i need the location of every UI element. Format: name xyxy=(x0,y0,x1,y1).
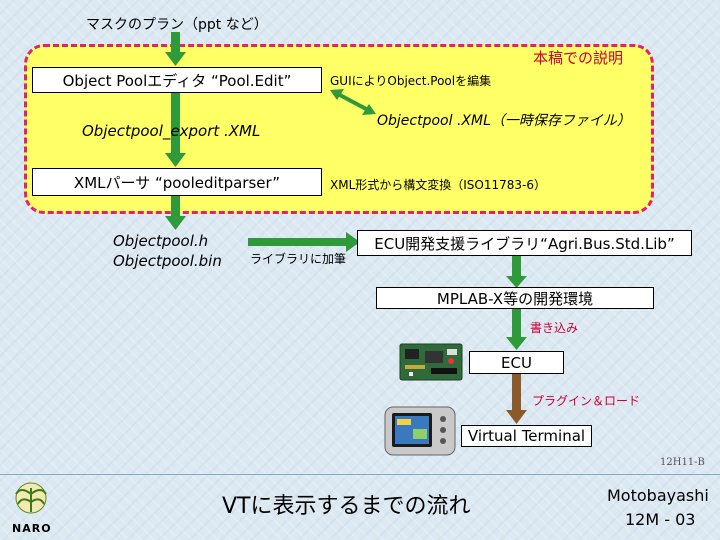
arrow-top-to-editor xyxy=(165,32,186,66)
write-label: 書き込み xyxy=(530,321,579,335)
gui-edit-label: GUIによりObject.Poolを編集 xyxy=(330,74,492,88)
virtual-terminal-device-image xyxy=(384,406,456,456)
arrow-ecu-to-vt xyxy=(506,374,527,424)
objectpool-xml-label: Objectpool .XML（一時保存ファイル） xyxy=(377,110,631,130)
top-label: マスクのプラン（ppt など） xyxy=(86,17,268,33)
footer-title: VTに表示するまでの流れ xyxy=(222,494,471,519)
xml-convert-label: XML形式から構文変換（ISO11783-6） xyxy=(330,178,547,192)
objectpool-h-label: Objectpool.h xyxy=(113,232,209,250)
footer-divider xyxy=(0,474,720,475)
object-pool-editor-box: Object Poolエディタ “Pool.Edit” xyxy=(32,67,322,93)
add-to-library-label: ライブラリに加筆 xyxy=(250,252,347,266)
region-title: 本稿での説明 xyxy=(533,49,624,67)
arrow-library-to-mplab xyxy=(506,256,527,288)
virtual-terminal-box: Virtual Terminal xyxy=(461,425,592,447)
plugin-load-label: プラグイン＆ロード xyxy=(532,394,641,408)
arrow-parser-to-outputs xyxy=(165,196,186,230)
ecu-library-box: ECU開発支援ライブラリ“Agri.Bus.Std.Lib” xyxy=(357,230,692,256)
footer-code: 12H11-B xyxy=(660,457,705,468)
arrow-gui-xml-double xyxy=(330,89,376,115)
arrow-editor-to-parser xyxy=(165,91,186,167)
arrow-outputs-to-library xyxy=(248,232,360,252)
footer-page-number: 12M - 03 xyxy=(625,510,696,529)
ecu-box: ECU xyxy=(469,351,564,374)
footer-author: Motobayashi xyxy=(607,486,709,505)
objectpool-bin-label: Objectpool.bin xyxy=(113,252,222,270)
objectpool-xml-text: Objectpool .XML（一時保存ファイル） xyxy=(377,113,631,129)
objectpool-export-label: Objectpool_export .XML xyxy=(82,122,261,140)
xml-parser-box: XMLパーサ “pooleditparser” xyxy=(32,168,322,196)
naro-logo-icon xyxy=(15,482,47,514)
ecu-board-image xyxy=(399,343,463,381)
arrow-mplab-to-ecu xyxy=(506,309,527,350)
naro-logo-text: NARO xyxy=(12,522,52,535)
mplab-box: MPLAB-X等の開発環境 xyxy=(376,287,654,309)
